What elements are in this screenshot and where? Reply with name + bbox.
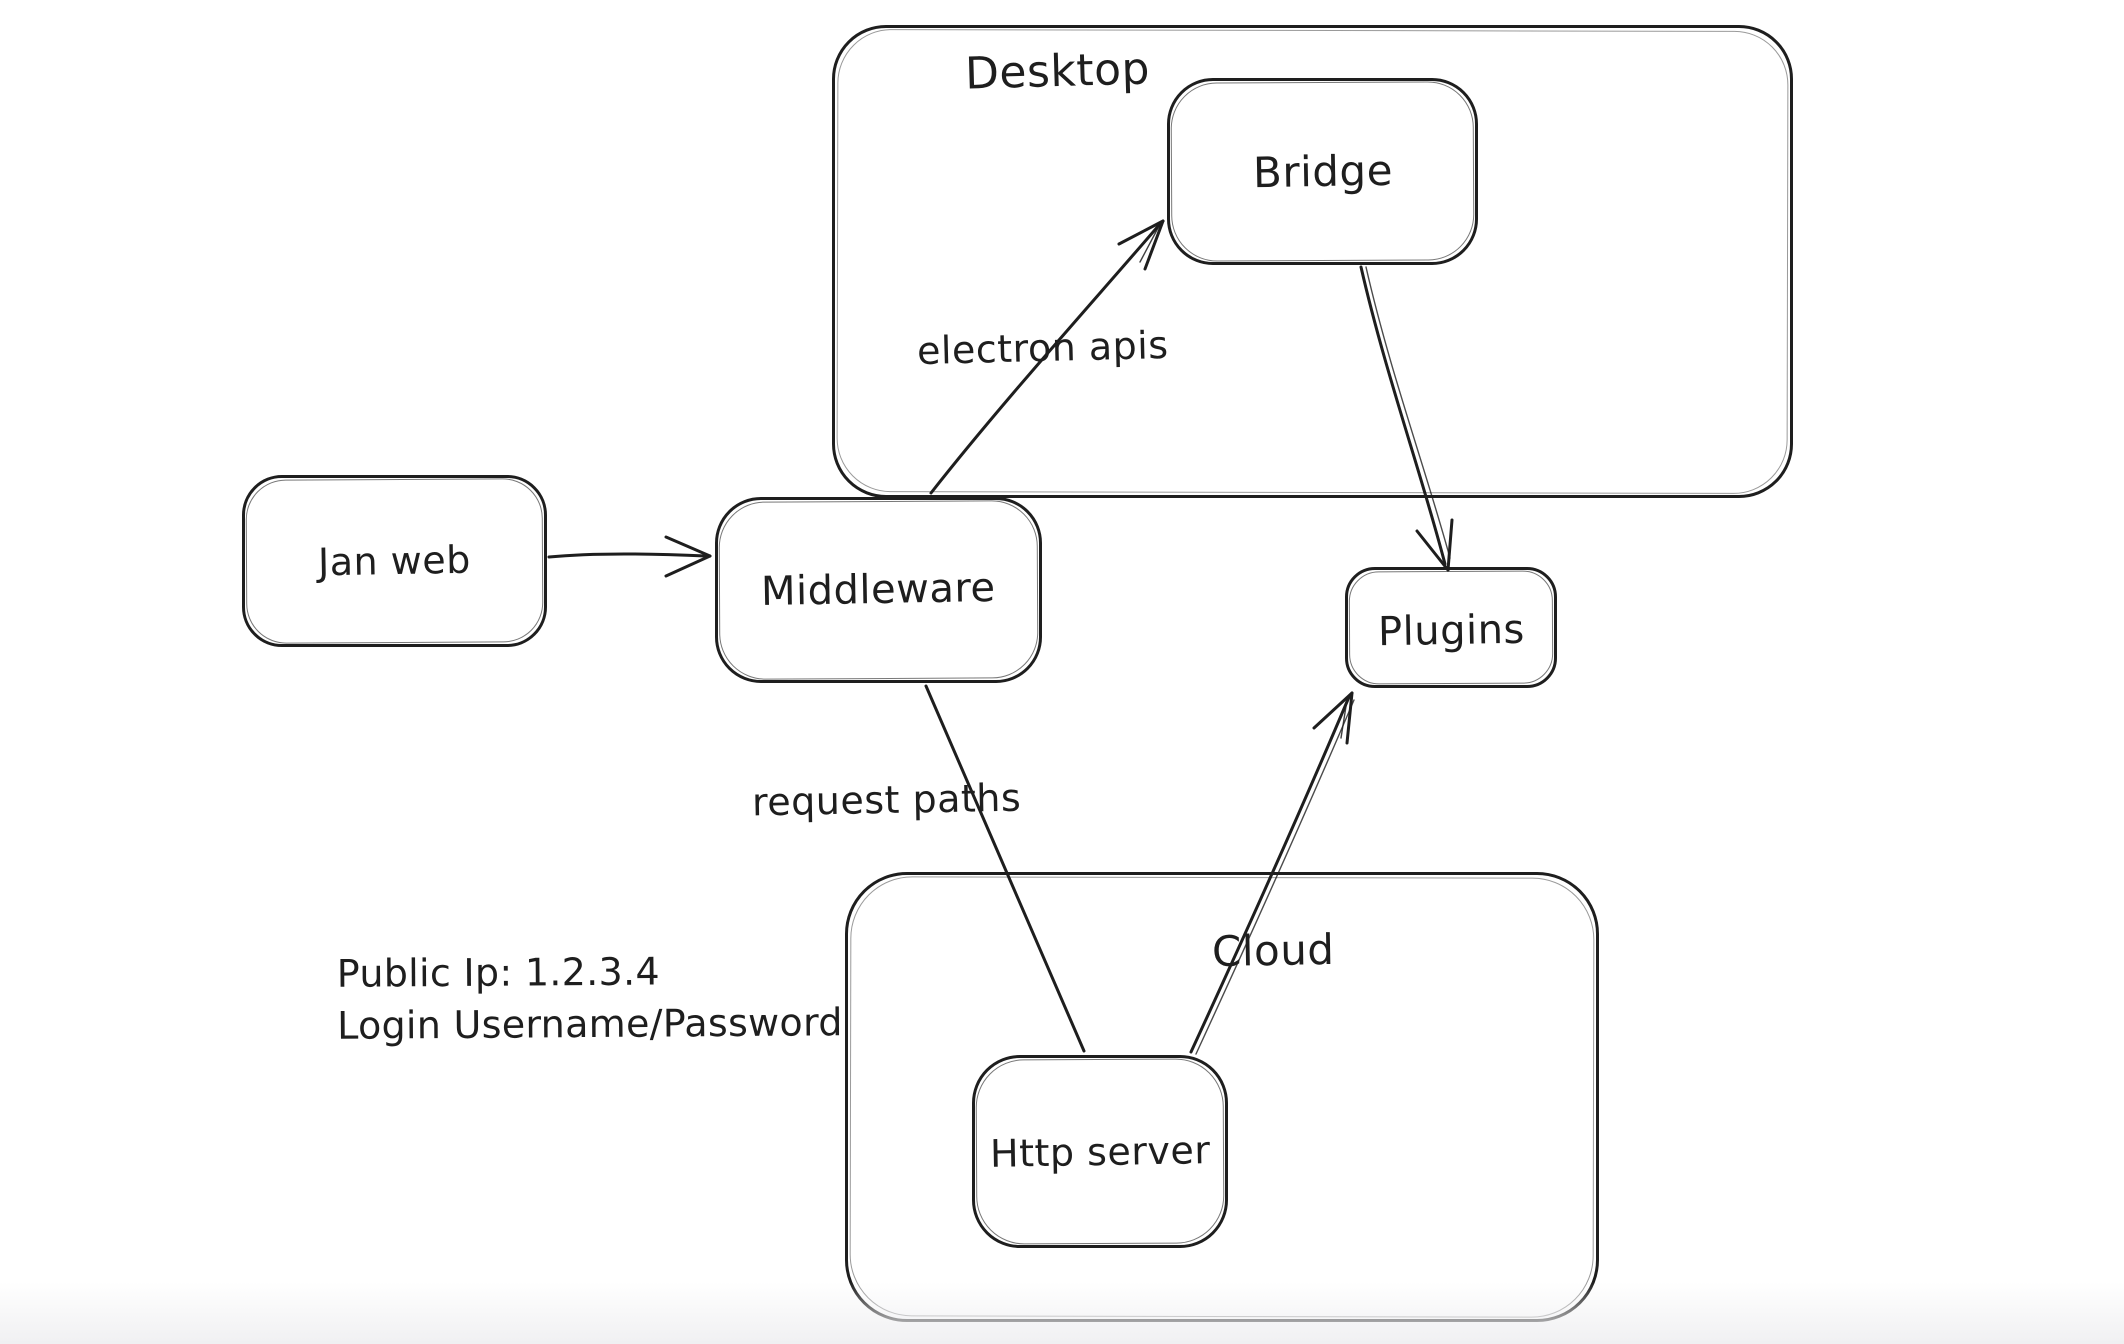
jan-web-node: Jan web bbox=[242, 475, 547, 647]
middleware-node: Middleware bbox=[715, 497, 1042, 683]
note-credentials: Public Ip: 1.2.3.4 Login Username/Passwo… bbox=[337, 944, 843, 1052]
bridge-label: Bridge bbox=[1252, 145, 1393, 198]
arrow-http-to-plugins bbox=[1189, 691, 1355, 1055]
bridge-node: Bridge bbox=[1167, 78, 1478, 265]
edge-label-electron-apis: electron apis bbox=[916, 322, 1170, 374]
http-server-label: Http server bbox=[989, 1127, 1211, 1176]
http-server-node: Http server bbox=[972, 1055, 1228, 1248]
note-line-login: Login Username/Password bbox=[337, 1000, 843, 1049]
desktop-label: Desktop bbox=[964, 43, 1151, 100]
arrow-middleware-to-bridge bbox=[929, 219, 1165, 495]
cloud-label: Cloud bbox=[1211, 924, 1335, 977]
note-line-public-ip: Public Ip: 1.2.3.4 bbox=[336, 949, 661, 996]
arrow-middleware-to-http bbox=[924, 684, 1086, 1053]
plugins-node: Plugins bbox=[1345, 567, 1557, 688]
edge-label-request-paths: request paths bbox=[751, 775, 1022, 825]
arrow-janweb-to-middleware bbox=[547, 535, 712, 578]
middleware-label: Middleware bbox=[760, 564, 997, 616]
jan-web-label: Jan web bbox=[317, 537, 472, 585]
plugins-label: Plugins bbox=[1377, 606, 1525, 655]
arrow-bridge-to-plugins bbox=[1359, 265, 1454, 572]
desktop-container bbox=[832, 25, 1793, 498]
